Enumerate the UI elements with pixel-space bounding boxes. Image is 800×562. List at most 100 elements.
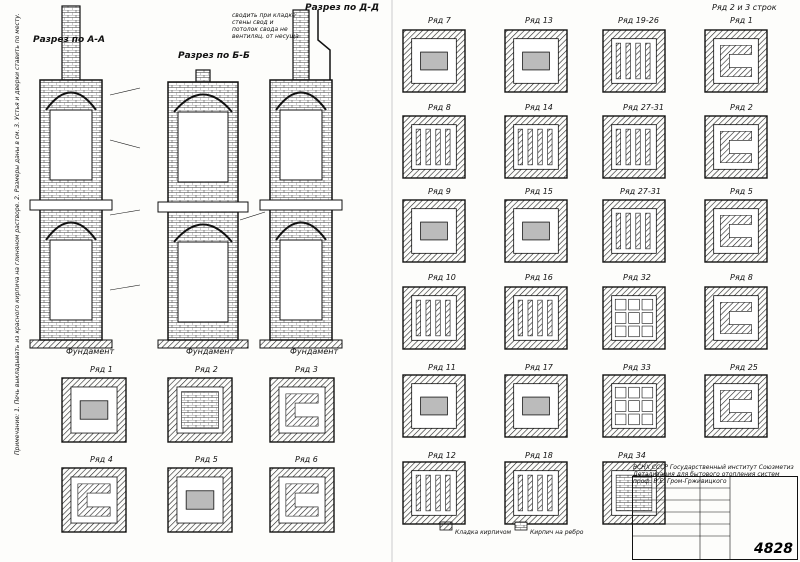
- foundation-label-3: Фундамент: [290, 347, 339, 356]
- row-label: Ряд 34: [618, 451, 646, 460]
- section-b-arch: [173, 223, 233, 243]
- row-plan-channel: [527, 128, 533, 166]
- row-plan-channel: [415, 128, 421, 166]
- row-label: Ряд 10: [428, 273, 456, 282]
- row-plan-channel: [517, 128, 523, 166]
- row-plan-channel: [635, 212, 641, 250]
- row-plan-channel: [435, 128, 441, 166]
- section-c-slab: [259, 199, 343, 211]
- row-plan-channel: [615, 212, 621, 250]
- section-a-chamber-bottom: [49, 239, 93, 321]
- section-b-chamber-bottom: [177, 241, 229, 323]
- row-label: Ряд 5: [730, 187, 753, 196]
- row-label: Ряд 2: [195, 365, 218, 374]
- row-plan-cell: [614, 325, 627, 338]
- row-plan-baffle: [285, 393, 319, 427]
- row-label: Ряд 16: [525, 273, 553, 282]
- section-b-foundation: [157, 339, 249, 349]
- row-plan-cell: [628, 312, 640, 324]
- section-a-slab: [29, 199, 113, 211]
- leader-line: [109, 87, 141, 96]
- row-plan-baffle: [720, 131, 752, 163]
- row-label: Ряд 8: [428, 103, 451, 112]
- row-label: Ряд 1: [90, 365, 113, 374]
- row-plan-channel: [425, 128, 431, 166]
- row-plan-cell: [641, 298, 654, 311]
- row-label: Ряд 5: [195, 455, 218, 464]
- row-plan-cell: [628, 325, 640, 338]
- row-plan-cell: [641, 325, 654, 338]
- row-plan-firebox: [420, 396, 448, 416]
- row-plan-cell: [614, 386, 627, 399]
- row-plan-firebox: [522, 51, 550, 71]
- section-c-arch: [275, 91, 327, 111]
- row-plan-cell: [614, 312, 627, 324]
- leader-line: [109, 139, 141, 149]
- row-label: Ряд 6: [295, 455, 318, 464]
- row-plan-bricks: [615, 474, 653, 512]
- section-c-arch: [275, 221, 327, 241]
- legend-a: Кладка кирпичом: [455, 529, 512, 536]
- section-a-arch: [45, 91, 97, 111]
- row-plan-cell: [641, 400, 654, 412]
- row-label: Ряд 13: [525, 16, 553, 25]
- row-plan-firebox: [420, 221, 448, 241]
- row-label: Ряд 2: [730, 103, 753, 112]
- top-note: сводить при кладке стены свод и потолок …: [232, 12, 299, 40]
- row-plan-cell: [641, 413, 654, 426]
- row-plan-channel: [537, 474, 543, 512]
- row-plan-channel: [517, 299, 523, 337]
- section-b-arch: [173, 93, 233, 113]
- row-label: Ряд 27-31: [620, 187, 661, 196]
- row-plan-firebox: [522, 221, 550, 241]
- foundation-label-1: Фундамент: [66, 347, 115, 356]
- row-label: Ряд 9: [428, 187, 451, 196]
- row-label: Ряд 32: [623, 273, 651, 282]
- row-plan-channel: [415, 474, 421, 512]
- row-plan-baffle: [720, 302, 752, 334]
- row-label: Ряд 2 и 3 строк: [712, 3, 777, 12]
- section-a-label: Разрез по А-А: [33, 35, 106, 45]
- row-plan-channel: [615, 42, 621, 80]
- row-plan-channel: [415, 299, 421, 337]
- section-b-chamber-top: [177, 111, 229, 183]
- row-plan-channel: [635, 128, 641, 166]
- row-plan-baffle: [77, 483, 111, 517]
- row-plan-cell: [628, 413, 640, 426]
- row-label: Ряд 27-31: [623, 103, 664, 112]
- row-label: Ряд 19-26: [618, 16, 659, 25]
- row-label: Ряд 3: [295, 365, 318, 374]
- row-plan-channel: [547, 474, 553, 512]
- row-label: Ряд 12: [428, 451, 456, 460]
- row-plan-baffle: [720, 215, 752, 247]
- section-c-flue: [317, 10, 331, 80]
- row-plan-channel: [445, 474, 451, 512]
- section-b-label: Разрез по Б-Б: [178, 51, 250, 61]
- leader-line: [109, 284, 141, 291]
- row-plan-channel: [547, 128, 553, 166]
- section-b-slab: [157, 201, 249, 213]
- legend-b: Кирпич на ребро: [530, 529, 584, 536]
- section-c-foundation: [259, 339, 343, 349]
- row-plan-channel: [625, 128, 631, 166]
- row-plan-channel: [547, 299, 553, 337]
- row-plan-baffle: [720, 45, 752, 77]
- row-plan-cell: [628, 298, 640, 311]
- row-label: Ряд 15: [525, 187, 553, 196]
- row-plan-channel: [435, 299, 441, 337]
- left-notes: Примечание: 1. Печь выкладывать из красн…: [14, 13, 21, 455]
- row-label: Ряд 14: [525, 103, 553, 112]
- row-label: Ряд 4: [90, 455, 113, 464]
- row-plan-baffle: [285, 483, 319, 517]
- row-plan-firebox: [522, 396, 550, 416]
- row-plan-channel: [615, 128, 621, 166]
- section-a-arch: [45, 221, 97, 241]
- section-b-chimney: [195, 69, 211, 83]
- row-plan-cell: [614, 413, 627, 426]
- row-label: Ряд 33: [623, 363, 651, 372]
- row-plan-channel: [625, 212, 631, 250]
- row-plan-channel: [645, 212, 651, 250]
- row-plan-channel: [527, 474, 533, 512]
